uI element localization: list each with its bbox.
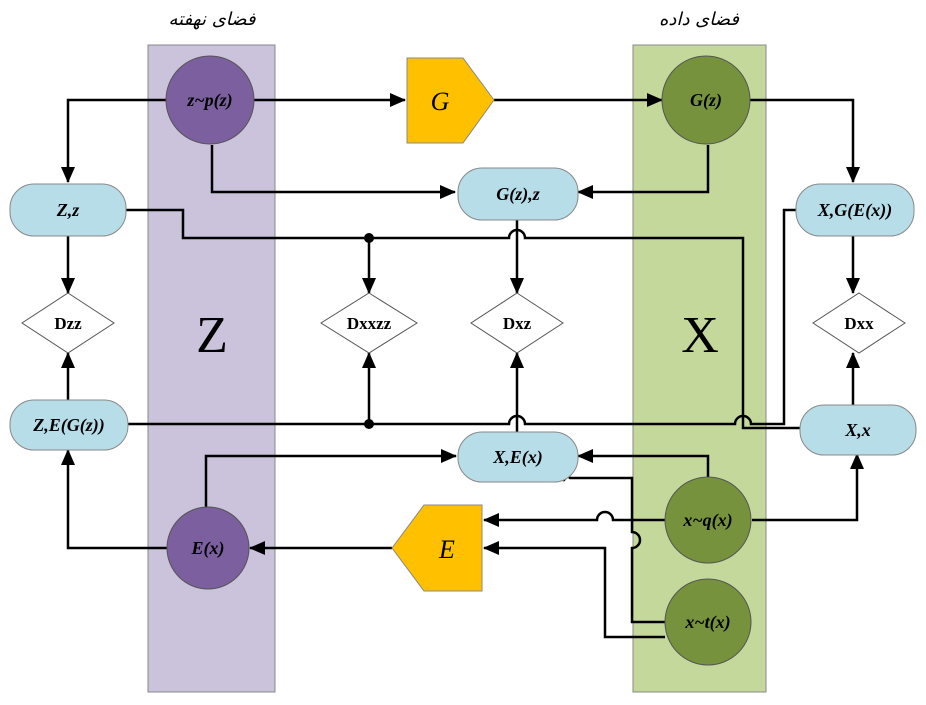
diamond-dxx-label: Dxx xyxy=(844,314,874,333)
data-space-header: فضای داده xyxy=(659,9,739,30)
node-g-of-z-label: G(z) xyxy=(690,90,722,111)
wire-ex-to-xex xyxy=(204,449,457,508)
pill-x-gex-label: X,G(E(x)) xyxy=(817,200,893,221)
node-x-q-label: x~q(x) xyxy=(682,510,732,531)
wire-gz-to-gzz xyxy=(577,145,710,199)
node-e-of-x-label: E(x) xyxy=(191,538,225,559)
latent-space-header: فضای نهفته xyxy=(168,9,255,30)
generator-block: G xyxy=(406,57,495,144)
generator-label: G xyxy=(431,87,450,116)
pill-xx-label: X,x xyxy=(844,420,871,440)
wire-xt-to-xex xyxy=(556,466,665,624)
diamond-dzz-label: Dzz xyxy=(54,314,82,333)
node-g-of-z: G(z) xyxy=(661,55,751,145)
encoder-block: E xyxy=(391,504,483,592)
diamond-dxxzz-label: Dxxzz xyxy=(347,314,392,333)
pill-x-gex: X,G(E(x)) xyxy=(795,183,915,237)
wire-xq-to-e xyxy=(483,510,665,527)
pill-x-ex: X,E(x) xyxy=(457,431,579,483)
pill-zz: Z,z xyxy=(9,183,127,237)
pill-gz-z: G(z),z xyxy=(457,167,579,221)
diamond-dxz: Dxz xyxy=(470,292,564,354)
wire-xq-to-xex xyxy=(577,449,710,480)
pill-z-egz: Z,E(G(z)) xyxy=(9,399,129,451)
diamond-dzz: Dzz xyxy=(21,292,115,354)
wire-zz-to-xx xyxy=(126,208,800,430)
encoder-label: E xyxy=(438,535,455,564)
pill-zz-label: Z,z xyxy=(56,200,80,220)
pill-gz-z-label: G(z),z xyxy=(496,184,540,205)
node-z-prior-label: z~p(z) xyxy=(186,90,232,111)
diamond-dxxzz: Dxxzz xyxy=(320,292,418,354)
node-x-q: x~q(x) xyxy=(664,476,752,564)
wire-zegz-to-xgex xyxy=(128,208,796,426)
node-z-prior: z~p(z) xyxy=(165,55,255,145)
pill-z-egz-label: Z,E(G(z)) xyxy=(32,415,104,436)
wire-gz-to-xgex xyxy=(750,98,860,183)
wire-z-to-zz xyxy=(61,98,170,183)
diamond-dxx: Dxx xyxy=(812,292,906,354)
wire-xq-to-xx xyxy=(752,453,864,522)
pill-xx: X,x xyxy=(799,404,917,456)
wire-xt-to-e xyxy=(483,541,665,639)
node-e-of-x: E(x) xyxy=(166,506,250,590)
data-letter: X xyxy=(681,307,719,364)
node-x-t-label: x~t(x) xyxy=(684,612,730,633)
diamond-dxz-label: Dxz xyxy=(503,314,532,333)
wire-z-to-gzz xyxy=(210,145,456,199)
node-x-t: x~t(x) xyxy=(664,578,752,666)
pill-x-ex-label: X,E(x) xyxy=(492,447,543,468)
latent-letter: Z xyxy=(196,307,228,364)
wire-ex-to-zegz xyxy=(61,449,168,550)
